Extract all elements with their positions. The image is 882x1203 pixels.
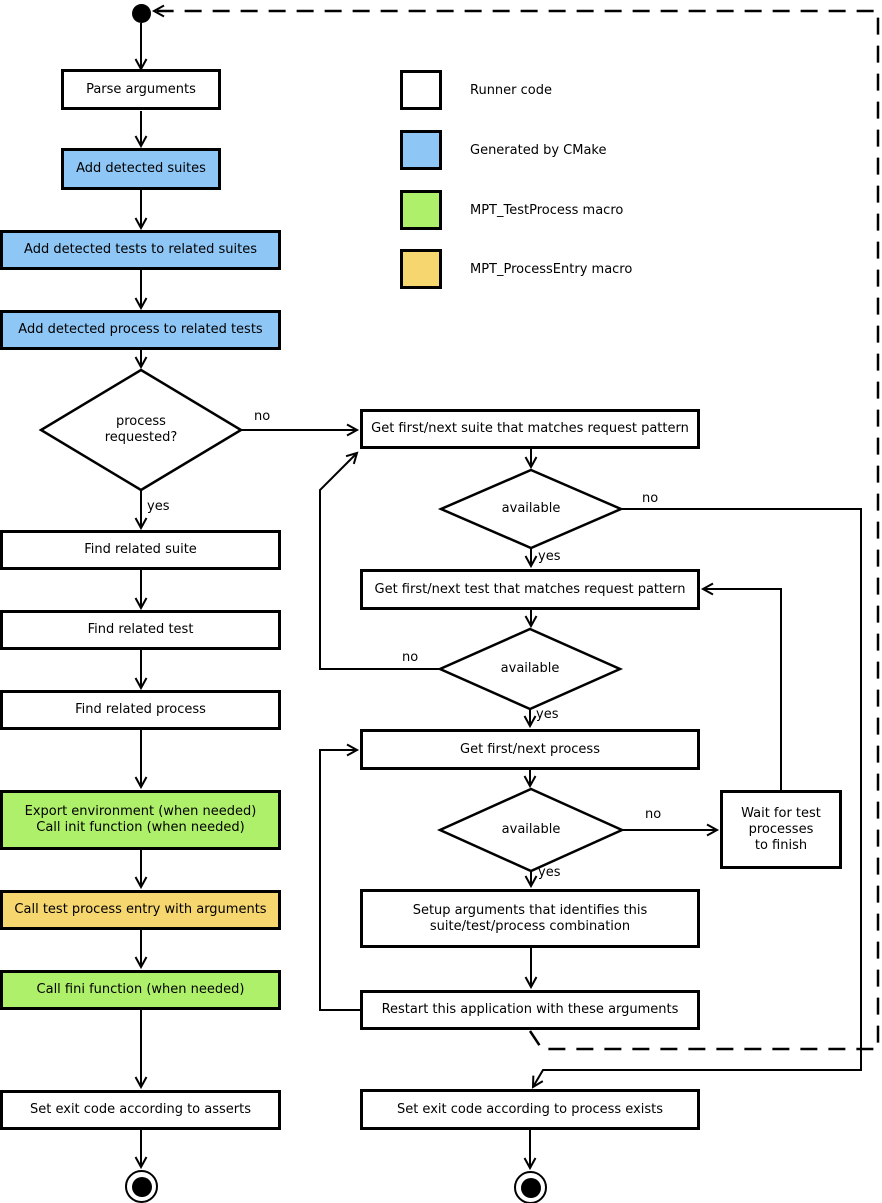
end-node-left-dot xyxy=(131,1176,152,1197)
node-add-detected-process: Add detected process to related tests xyxy=(0,310,281,350)
node-add-detected-suites: Add detected suites xyxy=(61,148,221,190)
edge-label-process-available-yes: yes xyxy=(538,865,561,880)
node-find-related-test: Find related test xyxy=(0,610,281,650)
end-node-right xyxy=(514,1171,547,1203)
edge-label-process-requested-no: no xyxy=(254,409,271,424)
node-get-first-next-suite: Get first/next suite that matches reques… xyxy=(360,409,700,449)
legend-label-mpt-processentry: MPT_ProcessEntry macro xyxy=(470,261,633,277)
node-set-exit-code-asserts: Set exit code according to asserts xyxy=(0,1090,281,1130)
node-call-fini-function: Call fini function (when needed) xyxy=(0,970,281,1010)
node-export-environment: Export environment (when needed) Call in… xyxy=(0,790,281,850)
legend-label-generated-by-cmake: Generated by CMake xyxy=(470,142,607,158)
edge-test-available-no-to-get-suite xyxy=(319,451,440,670)
edge-wait-to-get-test xyxy=(700,582,782,790)
node-wait-for-test-processes: Wait for test processes to finish xyxy=(720,790,842,869)
node-restart-application: Restart this application with these argu… xyxy=(360,990,700,1030)
suite-available-diamond xyxy=(437,468,625,550)
edge-label-process-available-no: no xyxy=(645,807,662,822)
node-set-exit-code-process: Set exit code according to process exist… xyxy=(360,1089,700,1130)
legend-swatch-mpt-testprocess xyxy=(400,190,442,230)
edge-restart-dashed-loop-to-start xyxy=(151,4,880,1051)
end-node-right-dot xyxy=(520,1177,541,1198)
start-node xyxy=(132,4,151,23)
node-find-related-process: Find related process xyxy=(0,690,281,730)
edge-suite-available-no-to-exit-process xyxy=(531,508,862,1089)
legend-swatch-mpt-processentry xyxy=(400,249,442,289)
edge-restart-loop-to-get-process xyxy=(319,743,360,1011)
legend-label-mpt-testprocess: MPT_TestProcess macro xyxy=(470,202,624,218)
edge-label-test-available-no: no xyxy=(402,650,419,665)
test-available-diamond xyxy=(436,627,624,711)
edge-label-process-requested-yes: yes xyxy=(147,499,170,514)
legend-swatch-runner-code xyxy=(400,70,442,110)
node-find-related-suite: Find related suite xyxy=(0,530,281,570)
node-parse-arguments: Parse arguments xyxy=(61,69,221,110)
edge-label-test-available-yes: yes xyxy=(536,707,559,722)
node-get-first-next-process: Get first/next process xyxy=(360,729,700,770)
edge-label-suite-available-no: no xyxy=(642,491,659,506)
edge-label-suite-available-yes: yes xyxy=(538,549,561,564)
node-call-test-process-entry: Call test process entry with arguments xyxy=(0,890,281,930)
node-setup-arguments: Setup arguments that identifies this sui… xyxy=(360,889,700,948)
node-get-first-next-test: Get first/next test that matches request… xyxy=(360,569,700,610)
process-requested-diamond xyxy=(38,368,244,492)
legend-swatch-generated-by-cmake xyxy=(400,130,442,170)
end-node-left xyxy=(125,1170,158,1203)
process-available-diamond xyxy=(436,787,626,873)
legend-label-runner-code: Runner code xyxy=(470,82,552,98)
node-add-detected-tests: Add detected tests to related suites xyxy=(0,230,281,270)
